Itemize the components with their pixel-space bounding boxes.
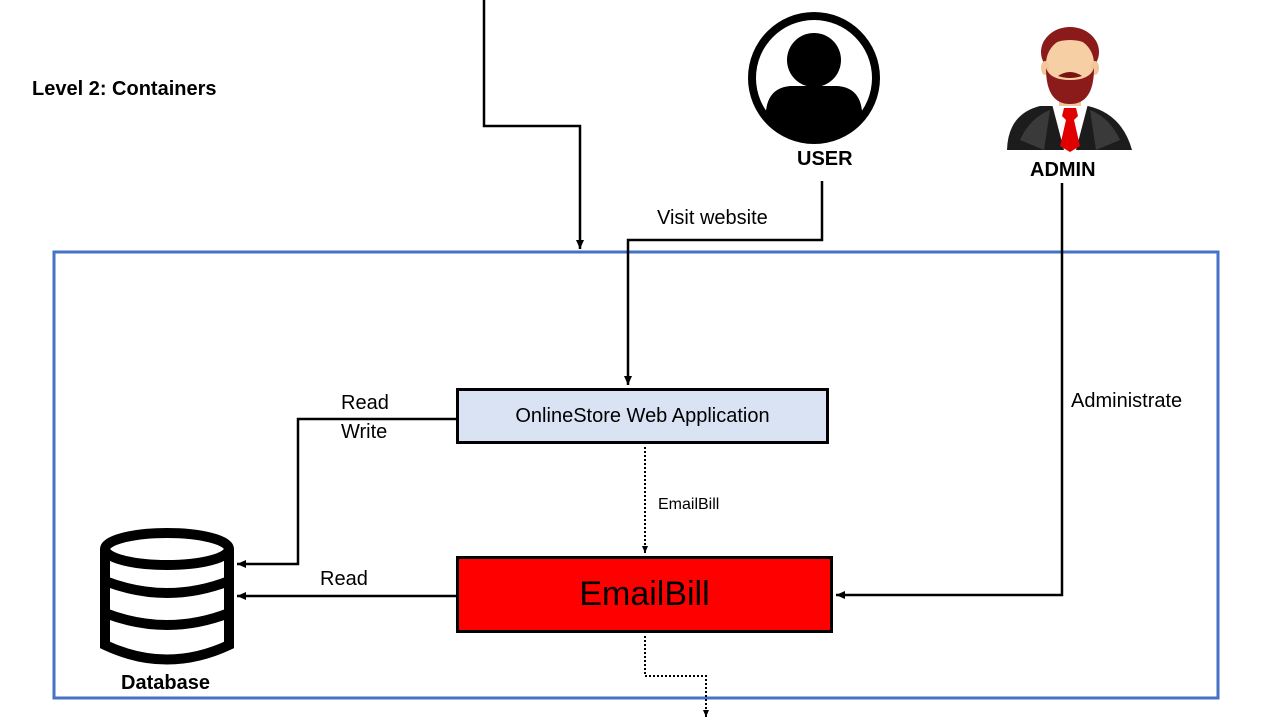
outgoing-dotted-arrow (644, 636, 709, 717)
emailbill-container[interactable]: EmailBill (456, 556, 833, 633)
write-label: Write (341, 421, 388, 443)
database-label: Database (121, 672, 210, 694)
emailbill-label: EmailBill (579, 575, 710, 613)
user-label: USER (797, 148, 853, 170)
administrate-arrow (836, 183, 1064, 599)
page-title: Level 2: Containers (32, 78, 217, 100)
web-application-container[interactable]: OnlineStore Web Application (456, 388, 829, 444)
read-write-arrow (237, 417, 456, 568)
admin-label: ADMIN (1030, 159, 1096, 181)
admin-icon (1007, 27, 1132, 152)
user-icon (748, 12, 880, 144)
read-label-top: Read (341, 392, 389, 414)
visit-website-label: Visit website (657, 207, 768, 229)
system-boundary (52, 250, 1220, 700)
administrate-label: Administrate (1071, 390, 1183, 412)
visit-arrow (624, 181, 824, 385)
incoming-arrow (482, 0, 584, 249)
web-application-label: OnlineStore Web Application (515, 404, 770, 427)
read-label-bottom: Read (320, 568, 368, 590)
database-icon (100, 528, 234, 665)
emailbill-edge-label: EmailBill (658, 496, 720, 513)
